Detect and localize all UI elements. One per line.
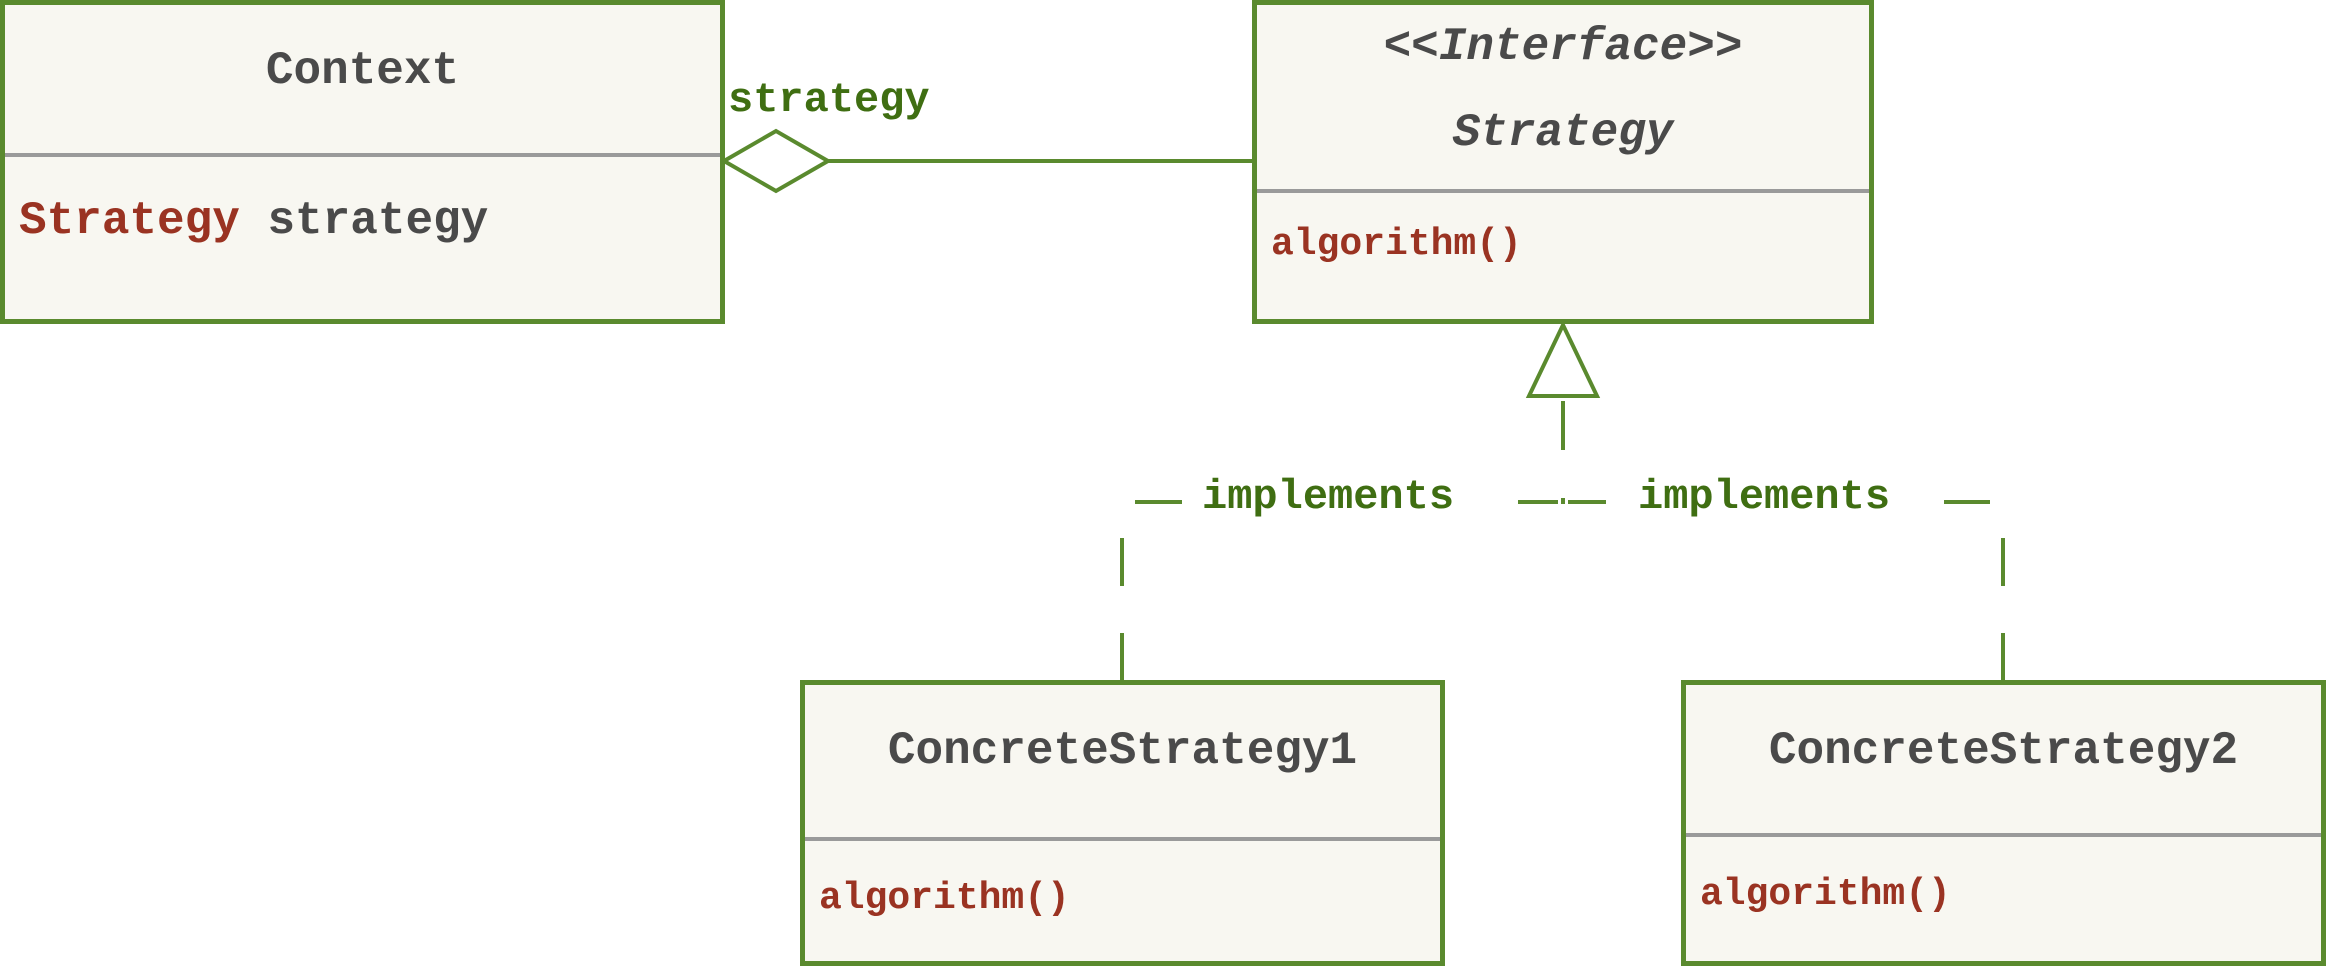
- concrete-strategy-1-divider: [805, 837, 1440, 841]
- concrete-strategy-2-box: ConcreteStrategy2 algorithm(): [1681, 680, 2326, 966]
- interface-name: Strategy: [1452, 107, 1674, 159]
- concrete-strategy-1-method: algorithm(): [819, 877, 1070, 920]
- context-divider: [5, 153, 720, 157]
- context-class-box: Context Strategy strategy: [0, 0, 725, 324]
- strategy-interface-box: <<Interface>> Strategy algorithm(): [1252, 0, 1874, 324]
- concrete-strategy-2-divider: [1686, 833, 2321, 837]
- aggregation-label: strategy: [728, 76, 930, 124]
- interface-stereotype: <<Interface>>: [1383, 21, 1743, 73]
- concrete-strategy-1-box: ConcreteStrategy1 algorithm(): [800, 680, 1445, 966]
- context-class-name: Context: [265, 45, 460, 97]
- concrete-strategy-2-name: ConcreteStrategy2: [1768, 725, 2239, 777]
- interface-method: algorithm(): [1271, 223, 1522, 266]
- implements-left-label: implements: [1202, 473, 1455, 521]
- interface-divider: [1257, 189, 1869, 193]
- realization-triangle: [1525, 320, 1601, 398]
- concrete-strategy-2-method: algorithm(): [1700, 873, 1951, 916]
- implements-right-label: implements: [1638, 473, 1891, 521]
- aggregation-diamond: [719, 128, 833, 194]
- concrete-strategy-1-name: ConcreteStrategy1: [887, 725, 1358, 777]
- context-field-name: strategy: [267, 195, 489, 247]
- context-field: Strategy strategy: [19, 195, 488, 247]
- context-field-type: Strategy: [19, 195, 240, 247]
